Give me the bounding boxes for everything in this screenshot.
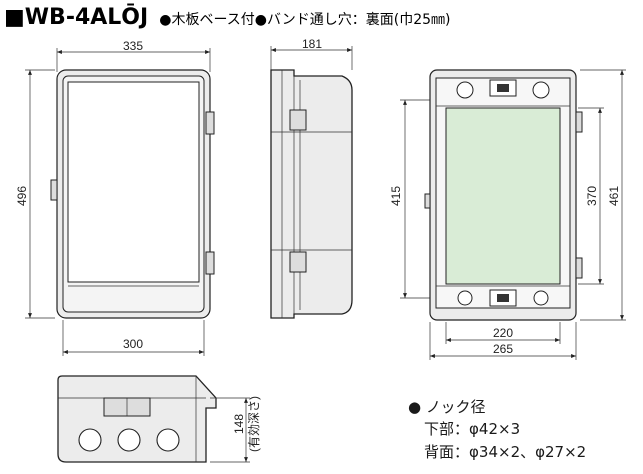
bottom-case xyxy=(57,375,217,463)
knockout-lower: 下部：φ42×3 xyxy=(424,420,520,438)
dim-front-bottom-width: 300 xyxy=(123,337,143,351)
dim-back-outer-width: 265 xyxy=(493,342,513,356)
knockout-back-label: 背面： xyxy=(424,443,469,461)
side-hinge-bottom xyxy=(289,251,307,273)
dim-front-height: 496 xyxy=(15,186,29,206)
dim-back-outer-height: 461 xyxy=(607,186,621,206)
knockout-back-value: φ34×2、φ27×2 xyxy=(469,443,586,461)
back-latch-left xyxy=(424,193,431,209)
dim-front-width: 335 xyxy=(123,39,143,53)
bottom-view: 148 (有効深さ) xyxy=(57,375,261,463)
side-case xyxy=(270,69,353,319)
feature-text: ●木板ベース付●バンド通し穴：裏面(巾25㎜) xyxy=(159,11,450,28)
back-hinge-top xyxy=(575,111,583,133)
front-view: 335 496 300 xyxy=(15,39,215,356)
side-hinge-top xyxy=(289,109,307,131)
back-view: 415 370 461 220 xyxy=(389,69,626,360)
dim-side-depth: 181 xyxy=(302,37,322,51)
front-window xyxy=(67,81,200,283)
knockout-lower-label: 下部： xyxy=(424,420,469,438)
band-slot-top-hole xyxy=(497,84,509,92)
model-name: ■WB-4ALŌJ xyxy=(4,4,148,30)
front-latch xyxy=(50,179,58,201)
front-hinge-top xyxy=(205,111,215,135)
wooden-board xyxy=(445,107,561,285)
knockout-hole-top-right xyxy=(532,81,550,99)
knockout-back: 背面：φ34×2、φ27×2 xyxy=(424,443,586,461)
knockout-notes: ● ノック径 下部：φ42×3 背面：φ34×2、φ27×2 xyxy=(408,398,586,461)
bottom-knockout-1 xyxy=(78,428,102,452)
dim-bottom-depth: 148 xyxy=(232,414,246,434)
back-hinge-bottom xyxy=(575,257,583,279)
knockout-hole-top-left xyxy=(456,81,474,99)
band-slot-bottom-hole xyxy=(497,294,509,302)
dim-back-inner-height: 415 xyxy=(389,186,403,206)
front-hinge-bottom xyxy=(205,251,215,275)
dim-back-board-height: 370 xyxy=(585,186,599,206)
knockout-hole-bottom-left xyxy=(457,290,473,306)
model-title: ■WB-4ALŌJ ●木板ベース付●バンド通し穴：裏面(巾25㎜) xyxy=(4,4,450,30)
bottom-knockout-3 xyxy=(156,428,180,452)
side-view: 181 xyxy=(270,37,353,319)
knockout-hole-bottom-right xyxy=(533,290,549,306)
knockout-heading: ● ノック径 xyxy=(408,398,486,416)
dim-bottom-depth-label: (有効深さ) xyxy=(246,396,261,452)
bottom-knockout-2 xyxy=(117,428,141,452)
dim-back-board-width: 220 xyxy=(493,326,513,340)
knockout-lower-value: φ42×3 xyxy=(469,420,520,438)
